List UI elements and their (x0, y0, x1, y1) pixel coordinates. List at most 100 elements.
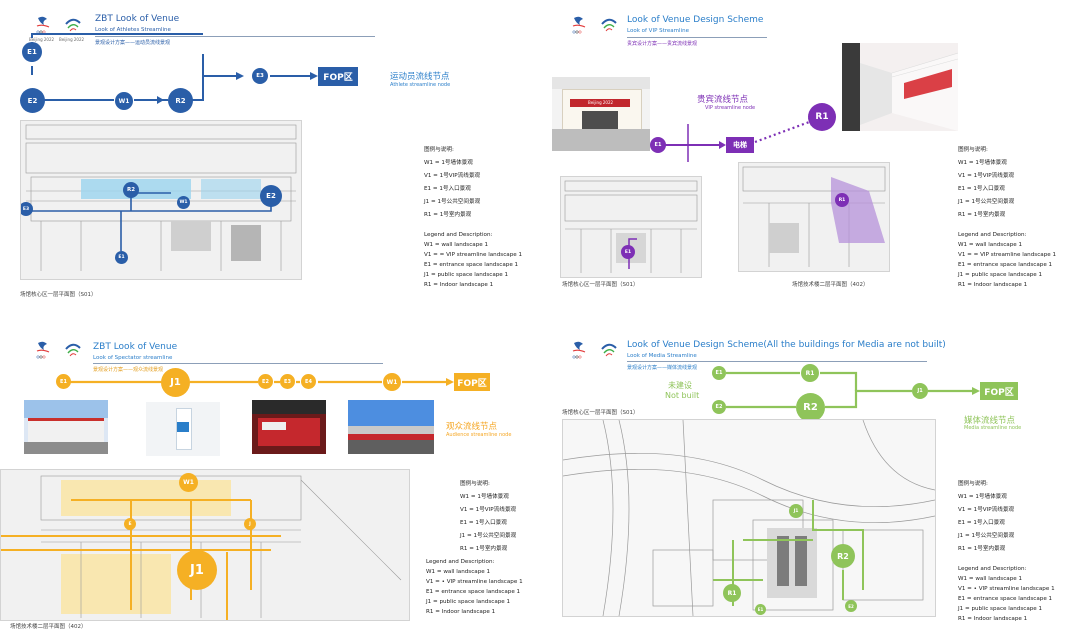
node-label-cn: 运动员流线节点 (390, 72, 450, 82)
legend-item-r1-en: R1 = Indoor landscape 1 (426, 609, 496, 615)
legend-item-v1-en: V1 = = VIP streamline landscape 1 (958, 252, 1057, 258)
node-r1: R1 (801, 364, 819, 382)
title-divider (627, 361, 927, 362)
legend-item-w1-en: W1 = wall landscape 1 (426, 569, 491, 575)
node-e3: E3 (280, 374, 295, 389)
legend-heading-cn: 图例与说明: (460, 481, 490, 487)
plan-marker-e1: E1 (115, 251, 128, 264)
title-divider (95, 36, 375, 37)
panel-media: Look of Venue Design Scheme(All the buil… (540, 317, 1080, 633)
node-label-en: Media streamline node (964, 425, 1022, 431)
olympic-emblem-icon (568, 339, 590, 361)
node-e4: E4 (301, 374, 316, 389)
legend-item-r1-cn: R1 = 1号室内景观 (958, 546, 1006, 552)
node-w1: W1 (115, 92, 133, 110)
photo-vip-corridor (842, 43, 958, 131)
panel-subtitle: Look of Athletes Streamline (95, 27, 171, 33)
photo-entrance-gate (24, 400, 108, 454)
panel-spectator: ZBT Look of Venue Look of Spectator stre… (0, 317, 540, 633)
logo-caption: Beijing 2022 (29, 37, 55, 42)
floor-plan-drawing (742, 166, 886, 267)
paralympic-emblem-icon (598, 339, 620, 361)
plan-marker-r2: R2 (123, 182, 139, 198)
panel-subtitle-cn: 景观设计方案——观众流线景观 (93, 367, 164, 373)
node-e2: E2 (712, 400, 726, 414)
floor-plan: W1 J1 E J (0, 469, 410, 621)
legend-item-w1-cn: W1 = 1号墙体景观 (424, 160, 473, 166)
floor-plan-drawing (25, 124, 297, 271)
legend-heading-cn: 图例与说明: (958, 481, 988, 487)
node-label-cn: 观众流线节点 (446, 422, 498, 432)
node-r2: R2 (796, 393, 825, 422)
photo-stands (252, 400, 326, 454)
floor-plan-drawing (1, 475, 402, 620)
node-e1: E1 (22, 42, 42, 62)
floor-plan-1: E1 (560, 176, 702, 278)
plan-marker-e1: E1 (621, 245, 635, 259)
fop-zone: FOP区 (318, 67, 358, 86)
logo-group (568, 14, 620, 36)
legend-item-j1-cn: J1 = 1号公共空间景观 (958, 533, 1015, 539)
legend-item-e1-cn: E1 = 1号入口景观 (958, 520, 1005, 526)
fop-zone: FOP区 (454, 373, 490, 391)
legend-item-r1-cn: R1 = 1号室内景观 (424, 212, 472, 218)
legend-heading-cn: 图例与说明: (424, 147, 454, 153)
panel-subtitle: Look of Spectator streamline (93, 355, 173, 361)
legend-item-v1-cn: V1 = 1号VIP流线景观 (958, 173, 1015, 179)
photo-sign-text: Beijing 2022 (588, 100, 614, 105)
plan-marker-j1: J1 (177, 550, 217, 590)
node-label-cn: 贵宾流线节点 (697, 95, 749, 105)
node-e3: E3 (252, 68, 268, 84)
panel-subtitle: Look of Media Streamline (627, 353, 697, 359)
legend-item-w1-cn: W1 = 1号墙体景观 (460, 494, 509, 500)
photo-venue-exterior (348, 400, 434, 454)
legend-heading-cn: 图例与说明: (958, 147, 988, 153)
corridor-render (842, 43, 958, 131)
legend: 图例与说明: W1 = 1号墙体景观 V1 = 1号VIP流线景观 E1 = 1… (958, 144, 1056, 289)
photo-sign-board (146, 402, 220, 456)
legend-item-e1-en: E1 = entrance space landscape 1 (426, 589, 521, 595)
legend-item-r1-en: R1 = Indoor landscape 1 (424, 282, 494, 288)
plan-marker-w1: W1 (177, 196, 190, 209)
legend-item-j1-en: J1 = public space landscape 1 (958, 272, 1043, 278)
plan-marker-r1: R1 (835, 193, 849, 207)
legend-item-e1-en: E1 = entrance space landscape 1 (958, 596, 1053, 602)
node-label-en: Audience streamline node (446, 432, 512, 438)
plan-marker-e3: E3 (21, 202, 33, 216)
floor-plan: R2 W1 E2 E3 E1 (20, 120, 302, 280)
logo-group (32, 339, 84, 361)
legend-item-e1-en: E1 = entrance space landscape 1 (958, 262, 1053, 268)
legend-heading-en: Legend and Description: (424, 232, 493, 238)
floor-plan-caption-1: 场馆核心区一层平面图（S01） (562, 282, 639, 288)
node-label-en: Athlete streamline node (390, 82, 451, 88)
legend-item-j1-en: J1 = public space landscape 1 (958, 606, 1043, 612)
legend-item-j1-cn: J1 = 1号公共空间景观 (424, 199, 481, 205)
legend-item-j1-cn: J1 = 1号公共空间景观 (460, 533, 517, 539)
spectator-flow-lines (70, 378, 454, 386)
panel-title: ZBT Look of Venue (93, 342, 178, 352)
not-built-cn: 未建设 (668, 381, 692, 390)
legend-heading-en: Legend and Description: (958, 232, 1027, 238)
legend-item-e1-cn: E1 = 1号入口景观 (958, 186, 1005, 192)
legend-item-r1-en: R1 = Indoor landscape 1 (958, 616, 1028, 622)
legend-item-r1-en: R1 = Indoor landscape 1 (958, 282, 1028, 288)
legend-item-r1-cn: R1 = 1号室内景观 (958, 212, 1006, 218)
legend-item-e1-en: E1 = entrance space landscape 1 (424, 262, 519, 268)
node-j1: J1 (912, 383, 928, 399)
plan-marker-w1: W1 (179, 473, 198, 492)
panel-vip: Look of Venue Design Scheme Look of VIP … (540, 0, 1080, 316)
legend: 图例与说明: W1 = 1号墙体景观 V1 = 1号VIP流线景观 E1 = 1… (424, 144, 522, 289)
title-divider (627, 37, 767, 38)
legend-item-v1-en: V1 = = VIP streamline landscape 1 (424, 252, 523, 258)
panel-subtitle-cn: 景观设计方案——运动员流线景观 (95, 40, 171, 46)
plan-marker-r1: R1 (723, 584, 741, 602)
elevator-node: 电梯 (726, 137, 754, 153)
floor-plan-caption: 场馆核心区一层平面图（S01） (562, 410, 639, 416)
plan-marker-e2: E2 (845, 600, 857, 612)
floor-plan-caption: 场馆技术楼二层平面图（402） (10, 624, 87, 630)
olympic-emblem-icon (32, 339, 54, 361)
floor-plan-caption-2: 场馆技术楼二层平面图（402） (792, 282, 869, 288)
legend-item-e1-cn: E1 = 1号入口景观 (460, 520, 507, 526)
panel-athletes: Beijing 2022 Beijing 2022 ZBT Look of Ve… (0, 0, 540, 316)
media-flow-lines (726, 371, 980, 409)
